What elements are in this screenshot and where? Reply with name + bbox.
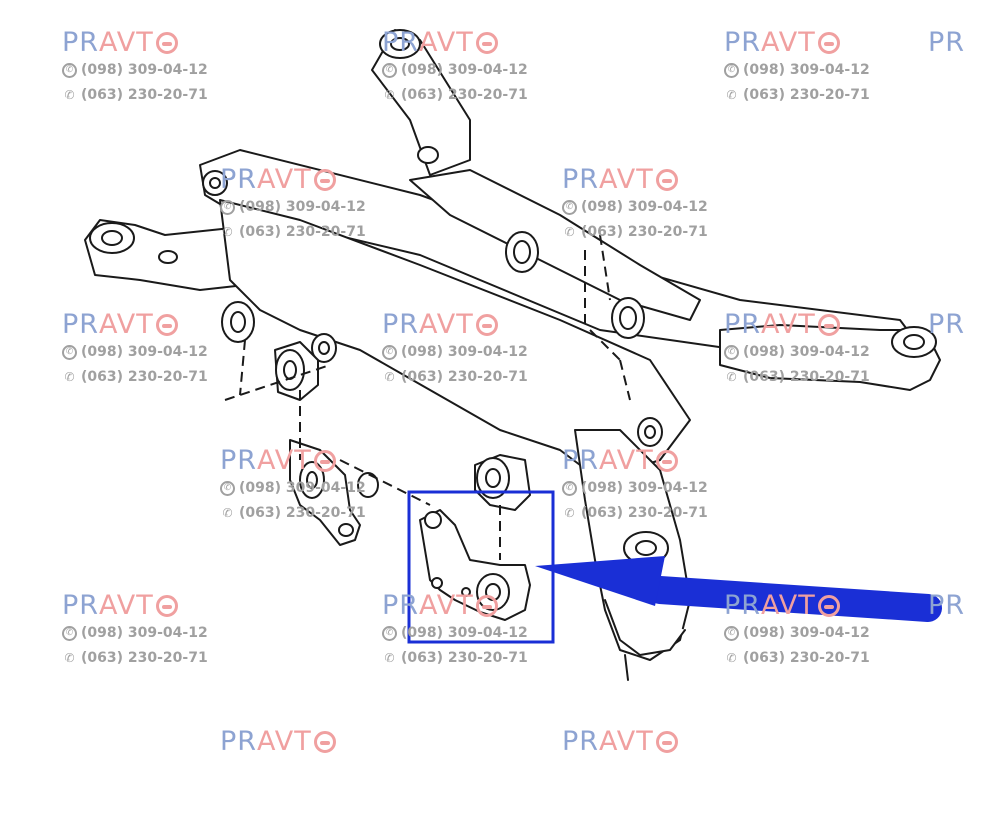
assembly-line-6 xyxy=(589,329,621,361)
front-crossmember xyxy=(409,169,701,321)
assembly-line-7 xyxy=(619,359,631,401)
pointer-arrow xyxy=(535,556,942,622)
subframe-drawing xyxy=(84,29,942,681)
assembly-line-3 xyxy=(224,364,331,401)
assembly-line-8 xyxy=(599,234,611,301)
right-arm xyxy=(719,324,941,391)
assembly-line-2 xyxy=(239,339,246,396)
assembly-line-9 xyxy=(339,459,431,506)
